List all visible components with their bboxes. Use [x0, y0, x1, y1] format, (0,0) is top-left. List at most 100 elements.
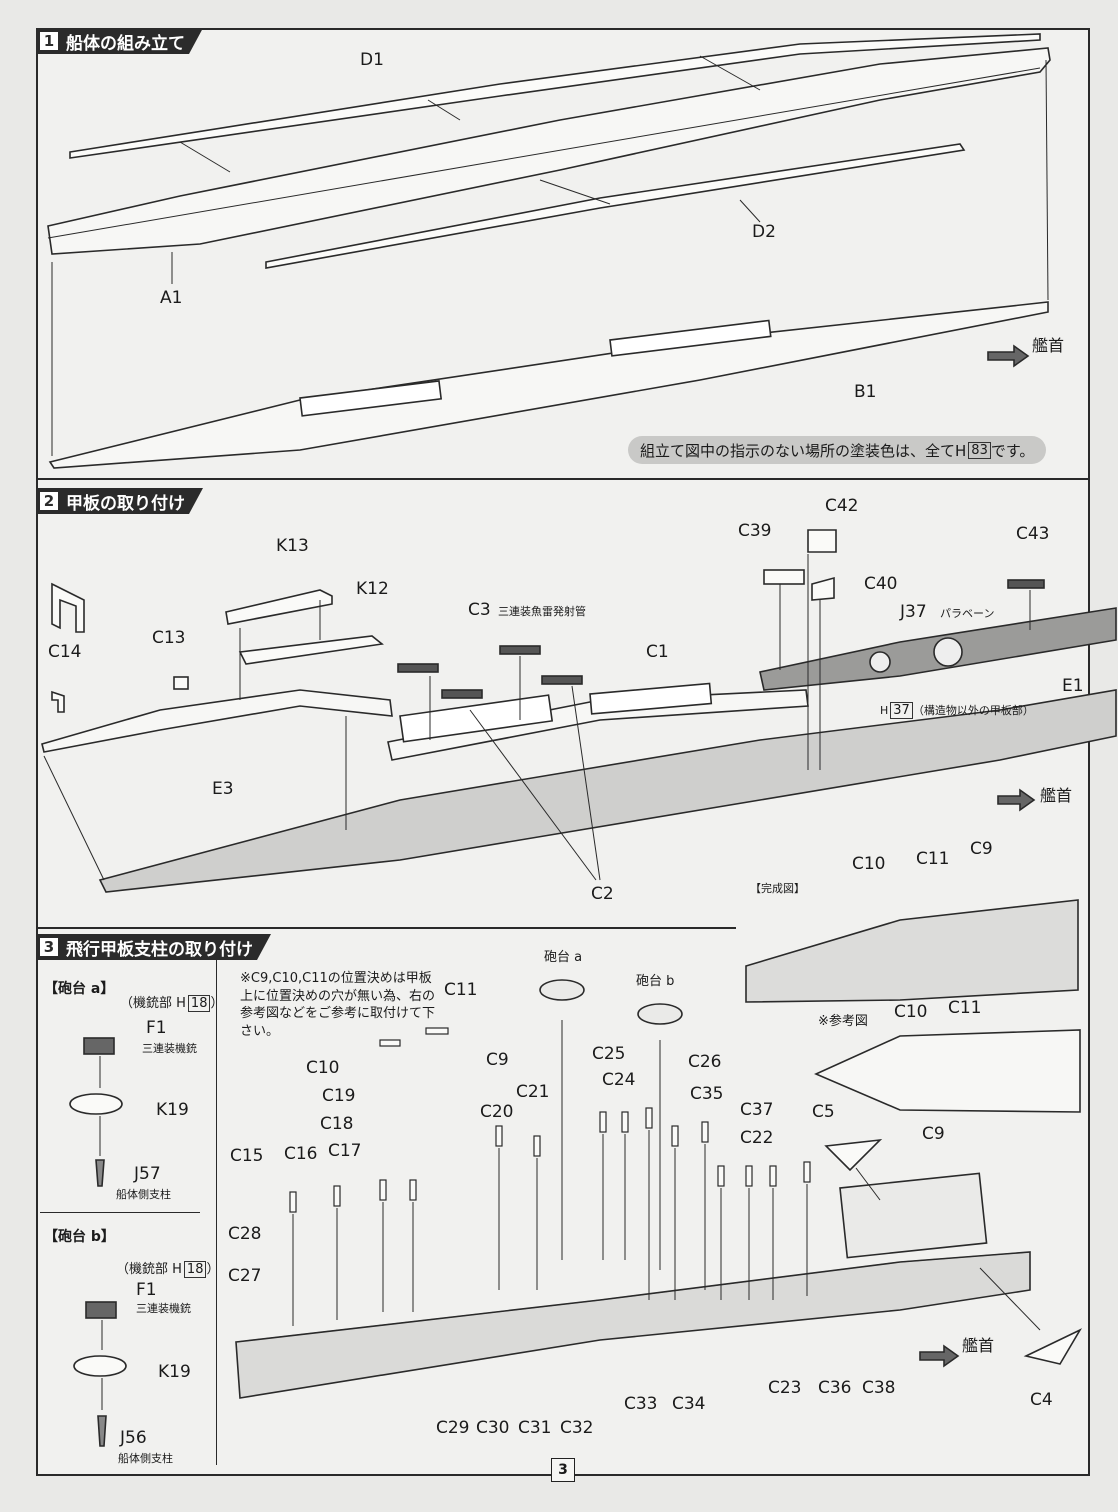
step1-number: 1 [40, 32, 58, 50]
mount-a-k19: K19 [156, 1100, 189, 1120]
part-label-c10: C10 [306, 1058, 340, 1078]
mount-a-title: 【砲台 a】 [44, 981, 115, 997]
mount-b-f1-note: 三連装機銃 [136, 1302, 191, 1315]
label-d2: D2 [752, 222, 776, 242]
step1-bow-label: 艦首 [1032, 336, 1065, 355]
mount-separator [40, 1212, 200, 1213]
part-label-c24: C24 [602, 1070, 636, 1090]
part-label-c15: C15 [230, 1146, 264, 1166]
part-label-c16: C16 [284, 1144, 318, 1164]
completed-view-label: 【完成図】 [750, 882, 805, 895]
label-c43: C43 [1016, 524, 1050, 544]
step3-bow-indicator: 艦首 [962, 1332, 994, 1356]
part-label-c34: C34 [672, 1394, 706, 1414]
deck-strip-d2 [265, 143, 966, 269]
hull-part-a1 [47, 47, 1051, 255]
step2-title: 甲板の取り付け [66, 493, 185, 514]
part-label-c9: C9 [486, 1050, 509, 1070]
step2-bow-indicator: 艦首 [1040, 782, 1072, 806]
part-label-c30: C30 [476, 1418, 510, 1438]
label-e1: E1 [1062, 676, 1084, 696]
step1-bow-indicator: 艦首 [1032, 332, 1064, 356]
step3-number: 3 [40, 938, 58, 956]
completed-label-c11: C11 [916, 849, 950, 869]
mount-a-j57: J57 [134, 1164, 161, 1184]
deck-strip-d1 [69, 33, 1041, 159]
part-label-c31: C31 [518, 1418, 552, 1438]
part-c14-large [51, 582, 85, 633]
mount-a-gun-code: 18 [187, 995, 211, 1012]
step3-bow-label: 艦首 [962, 1336, 995, 1355]
part-label-c22: C22 [740, 1128, 774, 1148]
part-label-c27: C27 [228, 1266, 262, 1286]
part-label-c21: C21 [516, 1082, 550, 1102]
step3-header: 3 飛行甲板支柱の取り付け [36, 934, 271, 960]
mount-b-title: 【砲台 b】 [44, 1229, 115, 1245]
mount-b-k19: K19 [158, 1362, 191, 1382]
label-c1: C1 [646, 642, 669, 662]
part-label-c32: C32 [560, 1418, 594, 1438]
label-c3: C3 [468, 600, 491, 620]
step1-header: 1 船体の組み立て [36, 28, 203, 54]
label-e3: E3 [212, 779, 234, 799]
mount-a-f1: F1 [146, 1018, 167, 1038]
mount-b-gun-code: 18 [183, 1261, 207, 1278]
part-label-c5: C5 [812, 1102, 835, 1122]
deck-color-code: 37 [890, 702, 913, 719]
label-c3-note: 三連装魚雷発射管 [498, 605, 586, 618]
part-c14 [51, 690, 65, 713]
part-label-c18: C18 [320, 1114, 354, 1134]
hull-assembly-step2 [98, 689, 1117, 893]
step2-header: 2 甲板の取り付け [36, 488, 203, 514]
paint-note: 組立て図中の指示のない場所の塗装色は、全てH 83 です。 [628, 436, 1047, 464]
label-c40: C40 [864, 574, 898, 594]
label-d1: D1 [360, 50, 384, 70]
deck-part-e3 [41, 689, 393, 753]
part-label-c20: C20 [480, 1102, 514, 1122]
gun-a-label: 砲台 a [544, 950, 583, 965]
mount-b-gun-color-text: （機銃部 H [116, 1262, 182, 1277]
label-c2: C2 [591, 884, 614, 904]
step2-bow-label: 艦首 [1040, 786, 1073, 805]
completed-label-c9: C9 [970, 839, 993, 859]
hull-bottom-b1 [48, 301, 1049, 469]
part-label-c4: C4 [1030, 1390, 1053, 1410]
part-k12 [238, 635, 384, 665]
label-c39: C39 [738, 521, 772, 541]
mount-b-j56: J56 [120, 1428, 147, 1448]
part-label-c33: C33 [624, 1394, 658, 1414]
reference-view-deck [814, 1029, 1081, 1113]
part-c5-shape [824, 1138, 883, 1172]
part-label-c19: C19 [322, 1086, 356, 1106]
part-label-c29: C29 [436, 1418, 470, 1438]
part-label-c23: C23 [768, 1378, 802, 1398]
step1-divider [36, 478, 1088, 480]
step2-number: 2 [40, 492, 58, 510]
paint-note-code: 83 [968, 441, 991, 459]
part-k13 [225, 589, 333, 625]
completed-view-hull [745, 899, 1079, 1003]
label-c13: C13 [152, 628, 186, 648]
positioning-note: ※C9,C10,C11の位置決めは甲板上に位置決めの穴が無い為、右の参考図などを… [240, 971, 436, 1039]
part-label-c11: C11 [444, 980, 478, 1000]
reference-view-label: ※参考図 [818, 1014, 868, 1029]
label-c42: C42 [825, 496, 859, 516]
mount-a-j57-note: 船体側支柱 [116, 1188, 171, 1201]
step3-mount-divider [216, 960, 217, 1465]
ref-label-c9: C9 [922, 1124, 945, 1144]
ref-label-c10: C10 [894, 1002, 928, 1022]
part-label-c35: C35 [690, 1084, 724, 1104]
step1-title: 船体の組み立て [66, 33, 185, 54]
label-j37: J37 [900, 602, 927, 622]
label-k13: K13 [276, 536, 309, 556]
deck-color-note: （構造物以外の甲板部） [912, 704, 1034, 717]
label-j37-note: パラベーン [940, 607, 995, 620]
label-a1: A1 [160, 288, 183, 308]
hull-assembly-step3 [235, 1251, 1031, 1399]
step2-divider [36, 927, 736, 929]
paint-note-suffix: です。 [990, 441, 1035, 460]
